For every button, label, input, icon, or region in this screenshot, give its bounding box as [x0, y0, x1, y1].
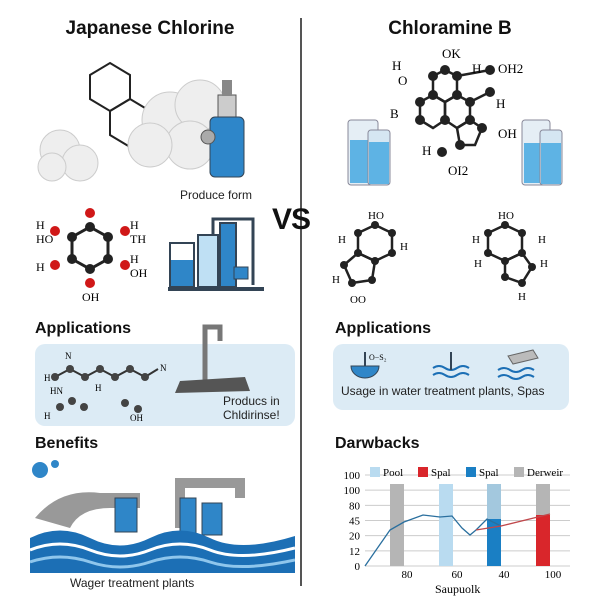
svg-text:H: H	[392, 58, 401, 73]
svg-text:HO: HO	[498, 210, 514, 222]
svg-text:H: H	[472, 61, 481, 76]
svg-text:H: H	[44, 411, 51, 421]
ring-molecule-left: HO H H H OO	[332, 210, 408, 305]
center-divider	[300, 18, 302, 586]
svg-text:B: B	[390, 106, 399, 121]
svg-text:H: H	[422, 143, 431, 158]
svg-text:O: O	[398, 73, 407, 88]
right-title: Chloramine B	[388, 18, 512, 39]
svg-text:H: H	[472, 234, 480, 246]
chart-bar	[439, 484, 453, 566]
powder-clouds-icon	[37, 79, 226, 182]
vial-icon	[521, 119, 563, 186]
y-tick-label: 80	[349, 500, 361, 512]
y-tick-label: 0	[355, 561, 361, 573]
y-tick-label: 100	[344, 470, 361, 482]
svg-text:OH: OH	[130, 266, 148, 280]
svg-text:H: H	[95, 383, 102, 393]
svg-text:H: H	[474, 258, 482, 270]
left-applications-caption: Producs in Chldirinse!	[223, 394, 280, 422]
svg-text:H: H	[518, 291, 526, 303]
svg-text:H: H	[540, 258, 548, 270]
y-tick-label: 100	[344, 485, 361, 497]
benefits-caption: Wager treatment plants	[70, 576, 195, 590]
x-tick-label: 60	[452, 569, 464, 581]
svg-text:H: H	[130, 218, 139, 232]
left-pipe-icon	[35, 492, 140, 528]
svg-text:OH: OH	[498, 126, 517, 141]
faucet-tray-icon	[175, 324, 250, 393]
x-tick-label: 40	[499, 569, 511, 581]
water-treatment-illustration	[30, 460, 295, 573]
chart-line-red	[475, 513, 551, 531]
svg-text:H: H	[538, 234, 546, 246]
chart-bar	[390, 484, 404, 566]
y-tick-label: 45	[349, 516, 361, 528]
x-tick-label: 100	[545, 569, 562, 581]
svg-text:OH2: OH2	[498, 61, 523, 76]
chart-line-blue	[364, 514, 502, 567]
svg-text:OH: OH	[130, 413, 143, 423]
produce-form-caption: Produce form	[180, 188, 253, 202]
water-usage-icons: O−S₂	[350, 349, 539, 380]
x-tick-label: 80	[402, 569, 414, 581]
legend-label: Pool	[383, 467, 403, 479]
vs-label: VS	[272, 203, 311, 236]
legend-label: Spal	[479, 467, 499, 479]
svg-text:O−S₂: O−S₂	[369, 353, 387, 362]
pump-icon	[200, 80, 245, 178]
vial-icon	[347, 119, 391, 186]
x-axis-label: Saupuolk	[435, 582, 480, 596]
svg-text:H: H	[36, 218, 45, 232]
svg-text:OI2: OI2	[448, 163, 468, 178]
svg-text:H: H	[44, 373, 51, 383]
svg-text:H: H	[400, 241, 408, 253]
chart-bar-spal-red	[536, 515, 550, 566]
benefits-heading: Benefits	[35, 435, 99, 452]
svg-text:HO: HO	[36, 232, 54, 246]
drawbacks-chart: 100 100 80 45 20 12 0 Pool Spal Spal Derweir 80 60 40…	[344, 467, 570, 596]
svg-text:H: H	[496, 96, 505, 111]
svg-text:N: N	[160, 363, 167, 373]
right-applications-heading: Applications	[335, 320, 432, 337]
y-tick-label: 12	[349, 546, 360, 558]
legend-swatch	[466, 467, 476, 477]
caption-line-1: Producs in	[223, 394, 280, 408]
chart-bar-spal-blue	[487, 519, 501, 566]
svg-text:HO: HO	[368, 210, 384, 222]
svg-text:OH: OH	[82, 290, 100, 304]
svg-text:H: H	[130, 252, 139, 266]
legend-swatch	[514, 467, 524, 477]
svg-text:H: H	[36, 260, 45, 274]
legend-label: Derweir	[527, 467, 563, 479]
right-applications-panel: O−S₂ Usage in water treatment plants, Sp…	[333, 344, 569, 410]
left-applications-heading: Applications	[35, 320, 132, 337]
left-title: Japanese Chlorine	[65, 18, 235, 39]
caption-line-2: Chldirinse!	[223, 408, 280, 422]
right-applications-caption: Usage in water treatment plants, Spas	[341, 384, 545, 398]
drawbacks-heading: Darwbacks	[335, 435, 420, 452]
svg-text:N: N	[65, 351, 72, 361]
chlorine-powder-illustration	[37, 61, 245, 182]
legend-swatch	[418, 467, 428, 477]
svg-text:TH: TH	[130, 232, 146, 246]
svg-text:OK: OK	[442, 46, 461, 61]
legend-label: Spal	[431, 467, 451, 479]
svg-text:H: H	[338, 234, 346, 246]
svg-text:OO: OO	[350, 294, 366, 305]
svg-text:H: H	[332, 274, 340, 286]
svg-text:HN: HN	[50, 386, 63, 396]
y-tick-label: 20	[349, 531, 361, 543]
legend-swatch	[370, 467, 380, 477]
chemical-plant-illustration	[168, 217, 264, 291]
